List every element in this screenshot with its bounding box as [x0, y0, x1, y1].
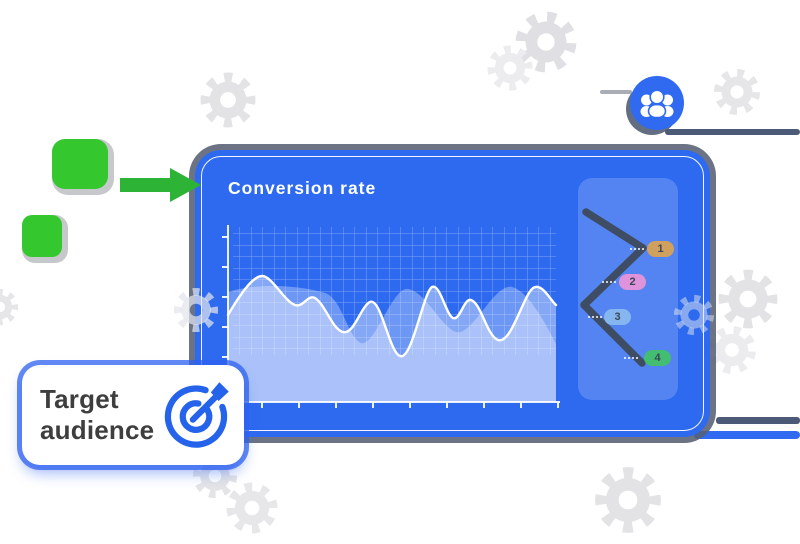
gear-icon	[206, 78, 251, 123]
gear-icon	[724, 275, 772, 323]
arrow-right-icon	[120, 168, 201, 202]
dashboard-panel: Conversion rate 1 2 3 4	[195, 150, 710, 437]
chart-title: Conversion rate	[228, 178, 377, 198]
card-text: Target audience	[22, 384, 154, 446]
decor-dash-gray	[600, 90, 632, 94]
decor-bar-slate-bottom	[716, 417, 800, 424]
funnel-step-4: 4	[644, 350, 671, 366]
gear-icon	[601, 473, 655, 527]
zigzag-line	[580, 208, 647, 367]
conversion-chart	[222, 225, 560, 408]
funnel-panel: 1 2 3 4	[578, 178, 678, 400]
funnel-step-3: 3	[604, 309, 631, 325]
card-line-2: audience	[40, 415, 155, 445]
gear-icon	[489, 47, 531, 89]
gear-icon	[517, 13, 576, 72]
gear-icon	[715, 70, 759, 114]
target-audience-card: Target audience	[22, 365, 244, 465]
chart-grid	[233, 227, 556, 355]
users-badge	[630, 76, 684, 130]
connector-dots	[624, 357, 638, 359]
funnel-step-2: 2	[619, 274, 646, 290]
connector-dots	[588, 316, 602, 318]
gear-icon	[0, 292, 15, 322]
users-icon	[640, 89, 674, 119]
green-square-small	[22, 215, 62, 257]
chart-line-front	[226, 274, 558, 358]
gear-icon	[228, 484, 276, 532]
gear-icon	[708, 326, 756, 374]
target-dart-icon	[164, 382, 229, 448]
green-square-large	[52, 139, 108, 189]
decor-bar-blue-bottom	[694, 431, 800, 439]
decor-bar-slate-top	[665, 129, 800, 135]
connector-dots	[630, 248, 644, 250]
chart-area-front	[228, 276, 556, 402]
funnel-step-1: 1	[647, 241, 674, 257]
card-line-1: Target	[40, 383, 119, 414]
connector-dots	[602, 281, 616, 283]
